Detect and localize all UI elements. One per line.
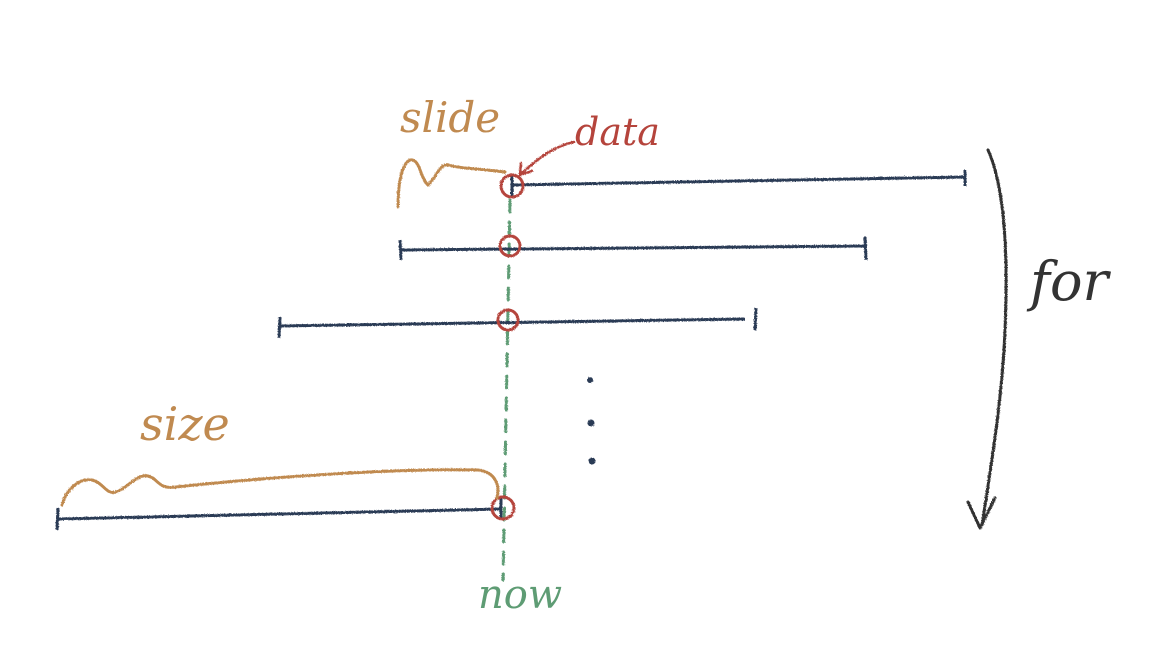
ellipsis-dot (587, 419, 595, 427)
window-line (399, 244, 867, 252)
ellipsis-dot (588, 457, 596, 465)
data-marker (498, 234, 522, 258)
slide-brace (396, 158, 507, 209)
now-label: now (478, 572, 562, 618)
data-marker (496, 308, 520, 332)
window-start-tick (55, 507, 60, 531)
size-label: size (140, 397, 230, 451)
size-brace (60, 468, 500, 507)
window-row-1 (499, 170, 967, 199)
window-end-tick (863, 236, 868, 261)
data-arrow (519, 140, 576, 176)
loop-arrow-head (966, 496, 997, 530)
window-line (511, 175, 966, 187)
slide-label: slide (400, 93, 500, 142)
loop-bracket (980, 148, 1008, 527)
data-marker (490, 495, 516, 521)
window-row-2 (398, 234, 868, 261)
for-label: for (1026, 250, 1111, 313)
data-arrow-head (518, 161, 534, 177)
window-line (277, 317, 746, 328)
window-start-tick (277, 316, 282, 339)
window-row-3 (277, 307, 758, 339)
now-line (501, 198, 512, 582)
window-end-tick (753, 307, 758, 331)
window-row-last (55, 495, 516, 531)
data-label: data (575, 110, 660, 154)
window-line (57, 507, 503, 521)
window-start-tick (398, 239, 403, 261)
data-marker (499, 173, 525, 199)
ellipsis-dot (587, 377, 593, 383)
